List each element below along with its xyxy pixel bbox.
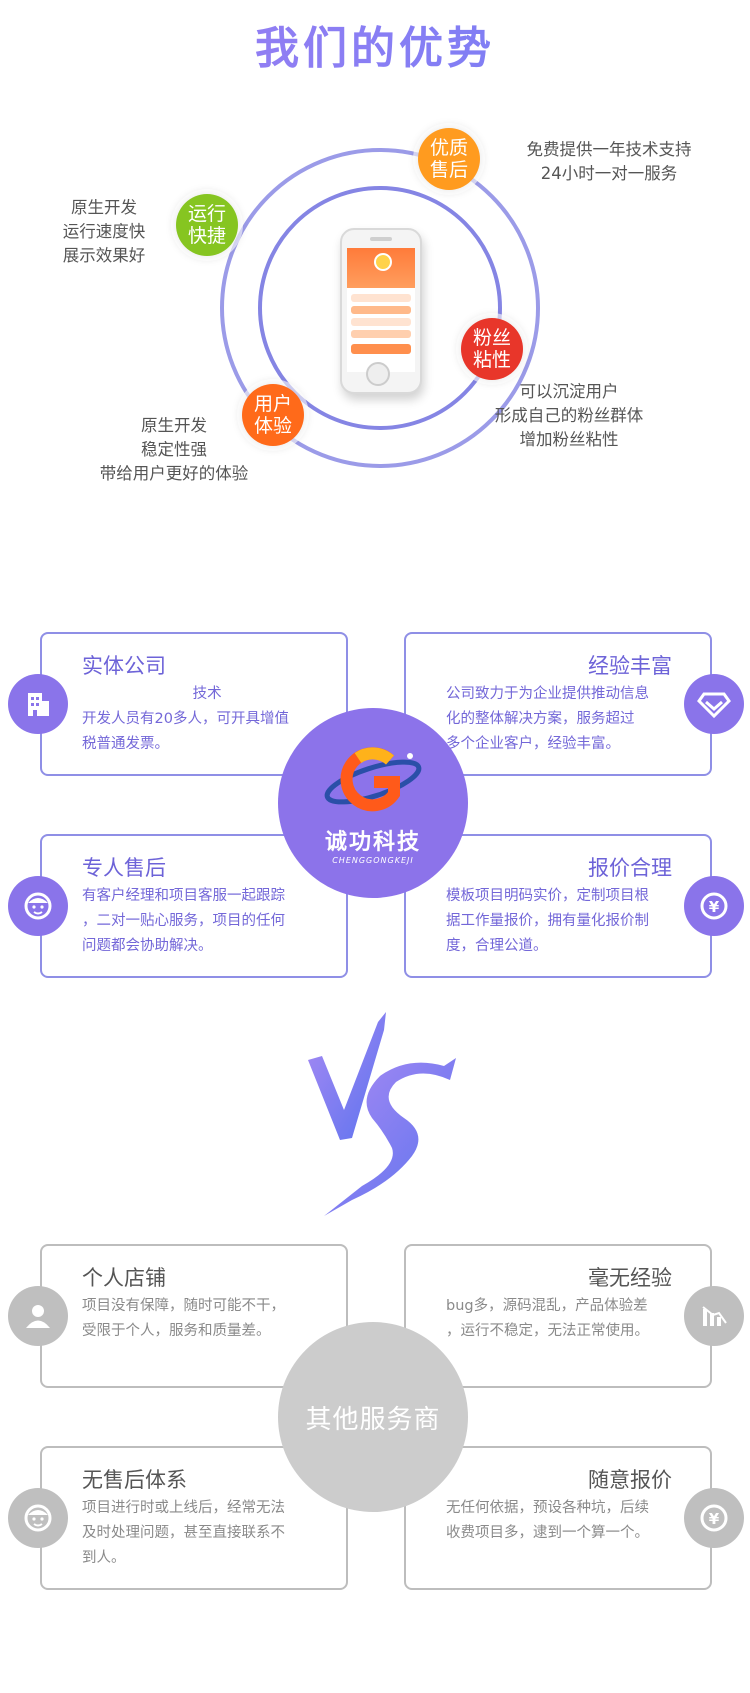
inner-ring: [258, 186, 502, 430]
note-fans: 可以沉淀用户形成自己的粉丝群体增加粉丝粘性: [494, 382, 644, 449]
person-icon: [8, 1286, 68, 1346]
page-title: 我们的优势: [0, 12, 750, 76]
yuan-icon: ¥: [684, 1488, 744, 1548]
note-speed: 原生开发运行速度快展示效果好: [62, 198, 146, 265]
badge-speed: 运行 快捷: [176, 194, 238, 256]
badge-fans: 粉丝 粘性: [461, 318, 523, 380]
card-random-price: 随意报价 无任何依据，预设各种坑，后续 收费项目多，逮到一个算一个。: [404, 1446, 712, 1590]
person-face-icon: [8, 876, 68, 936]
outer-ring: [220, 148, 540, 468]
brand-name: 诚功科技: [324, 828, 421, 855]
vs-graphic: [308, 1012, 456, 1216]
other-providers-circle: 其他服务商: [278, 1322, 468, 1512]
svg-text:¥: ¥: [709, 1510, 720, 1528]
brand-logo: 诚功科技 CHENGGONGKEJI: [278, 708, 468, 898]
card-experienced: 经验丰富 公司致力于为企业提供推动信息 化的整体解决方案，服务超过 多个企业客户…: [404, 632, 712, 776]
yuan-icon: ¥: [684, 876, 744, 936]
person-face-icon: [8, 1488, 68, 1548]
phone-mockup: [340, 228, 422, 394]
diamond-icon: [684, 674, 744, 734]
brand-mark-icon: [324, 746, 422, 811]
card-reasonable-price: 报价合理 模板项目明码实价，定制项目根 据工作量报价，拥有量化报价制 度，合理公…: [404, 834, 712, 978]
badge-aftersales: 优质 售后: [418, 128, 480, 190]
brand-subtitle: CHENGGONGKEJI: [332, 855, 414, 865]
badge-experience: 用户 体验: [242, 384, 304, 446]
svg-text:¥: ¥: [709, 898, 720, 916]
chart-down-icon: [684, 1286, 744, 1346]
other-providers-label: 其他服务商: [305, 1404, 441, 1435]
card-no-experience: 毫无经验 bug多，源码混乱，产品体验差 ，运行不稳定，无法正常使用。: [404, 1244, 712, 1388]
note-experience: 原生开发稳定性强带给用户更好的体验: [99, 416, 249, 483]
building-icon: [8, 674, 68, 734]
